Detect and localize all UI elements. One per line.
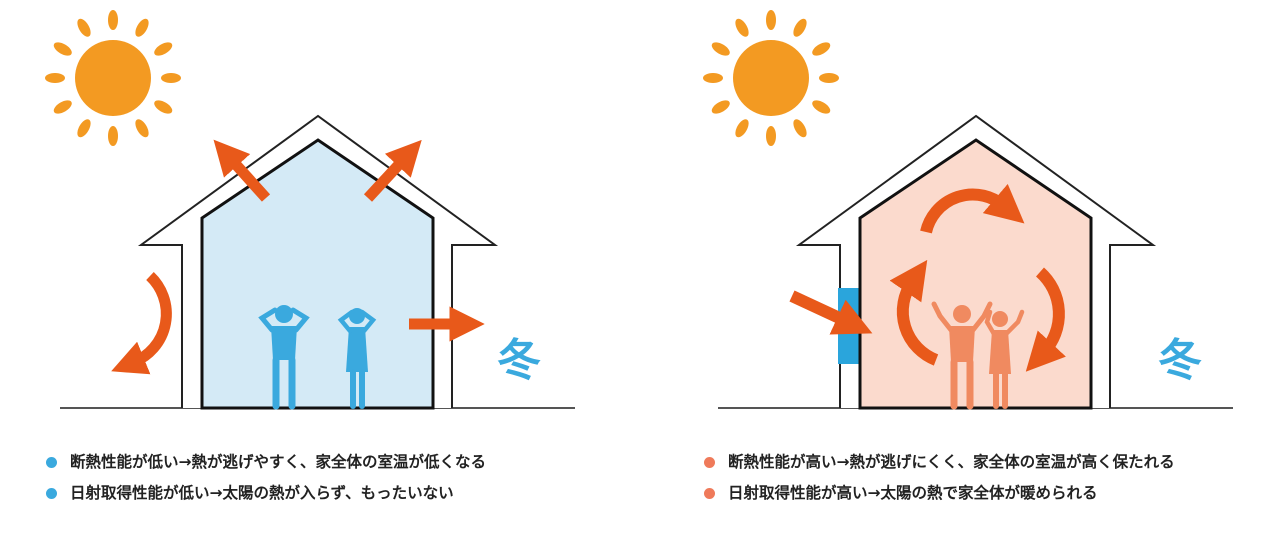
bullet-dot bbox=[46, 488, 57, 499]
house-interior bbox=[200, 138, 435, 410]
window-pane bbox=[838, 288, 860, 364]
sun-icon bbox=[703, 10, 839, 146]
season-label: 冬 bbox=[497, 335, 541, 386]
bullet-dot bbox=[46, 457, 57, 468]
note-text: 日射取得性能が高い→太陽の熱で家全体が暖められる bbox=[728, 484, 1098, 502]
right-panel: 冬 bbox=[703, 10, 1233, 410]
person-icon bbox=[984, 309, 1025, 409]
arrow-icon bbox=[213, 139, 271, 202]
note-item: 断熱性能が高い→熱が逃げにくく、家全体の室温が高く保たれる bbox=[704, 452, 1175, 472]
season-label: 冬 bbox=[1158, 335, 1202, 386]
arrow-icon bbox=[920, 183, 1025, 234]
note-item: 日射取得性能が高い→太陽の熱で家全体が暖められる bbox=[704, 483, 1175, 503]
bullet-dot bbox=[704, 488, 715, 499]
person-icon bbox=[931, 301, 993, 410]
note-text: 断熱性能が高い→熱が逃げにくく、家全体の室温が高く保たれる bbox=[728, 453, 1175, 471]
arrow-icon bbox=[111, 271, 172, 375]
arrow-icon bbox=[789, 290, 873, 335]
arrow-icon bbox=[1025, 267, 1066, 372]
note-item: 断熱性能が低い→熱が逃げやすく、家全体の室温が低くなる bbox=[46, 452, 486, 472]
right-notes: 断熱性能が高い→熱が逃げにくく、家全体の室温が高く保たれる 日射取得性能が高い→… bbox=[704, 452, 1175, 514]
note-text: 断熱性能が低い→熱が逃げやすく、家全体の室温が低くなる bbox=[70, 453, 486, 471]
bullet-dot bbox=[704, 457, 715, 468]
arrow-icon bbox=[363, 139, 422, 202]
person-icon bbox=[337, 308, 377, 409]
note-text: 日射取得性能が低い→太陽の熱が入らず、もったいない bbox=[70, 484, 454, 502]
left-notes: 断熱性能が低い→熱が逃げやすく、家全体の室温が低くなる 日射取得性能が低い→太陽… bbox=[46, 452, 486, 514]
note-item: 日射取得性能が低い→太陽の熱が入らず、もったいない bbox=[46, 483, 486, 503]
left-panel: 冬 bbox=[45, 10, 575, 410]
sun-icon bbox=[45, 10, 181, 146]
person-icon bbox=[258, 305, 310, 410]
heat-circulation-arrows bbox=[789, 183, 1066, 372]
arrow-icon bbox=[889, 259, 939, 366]
heat-escape-arrows bbox=[111, 139, 485, 375]
